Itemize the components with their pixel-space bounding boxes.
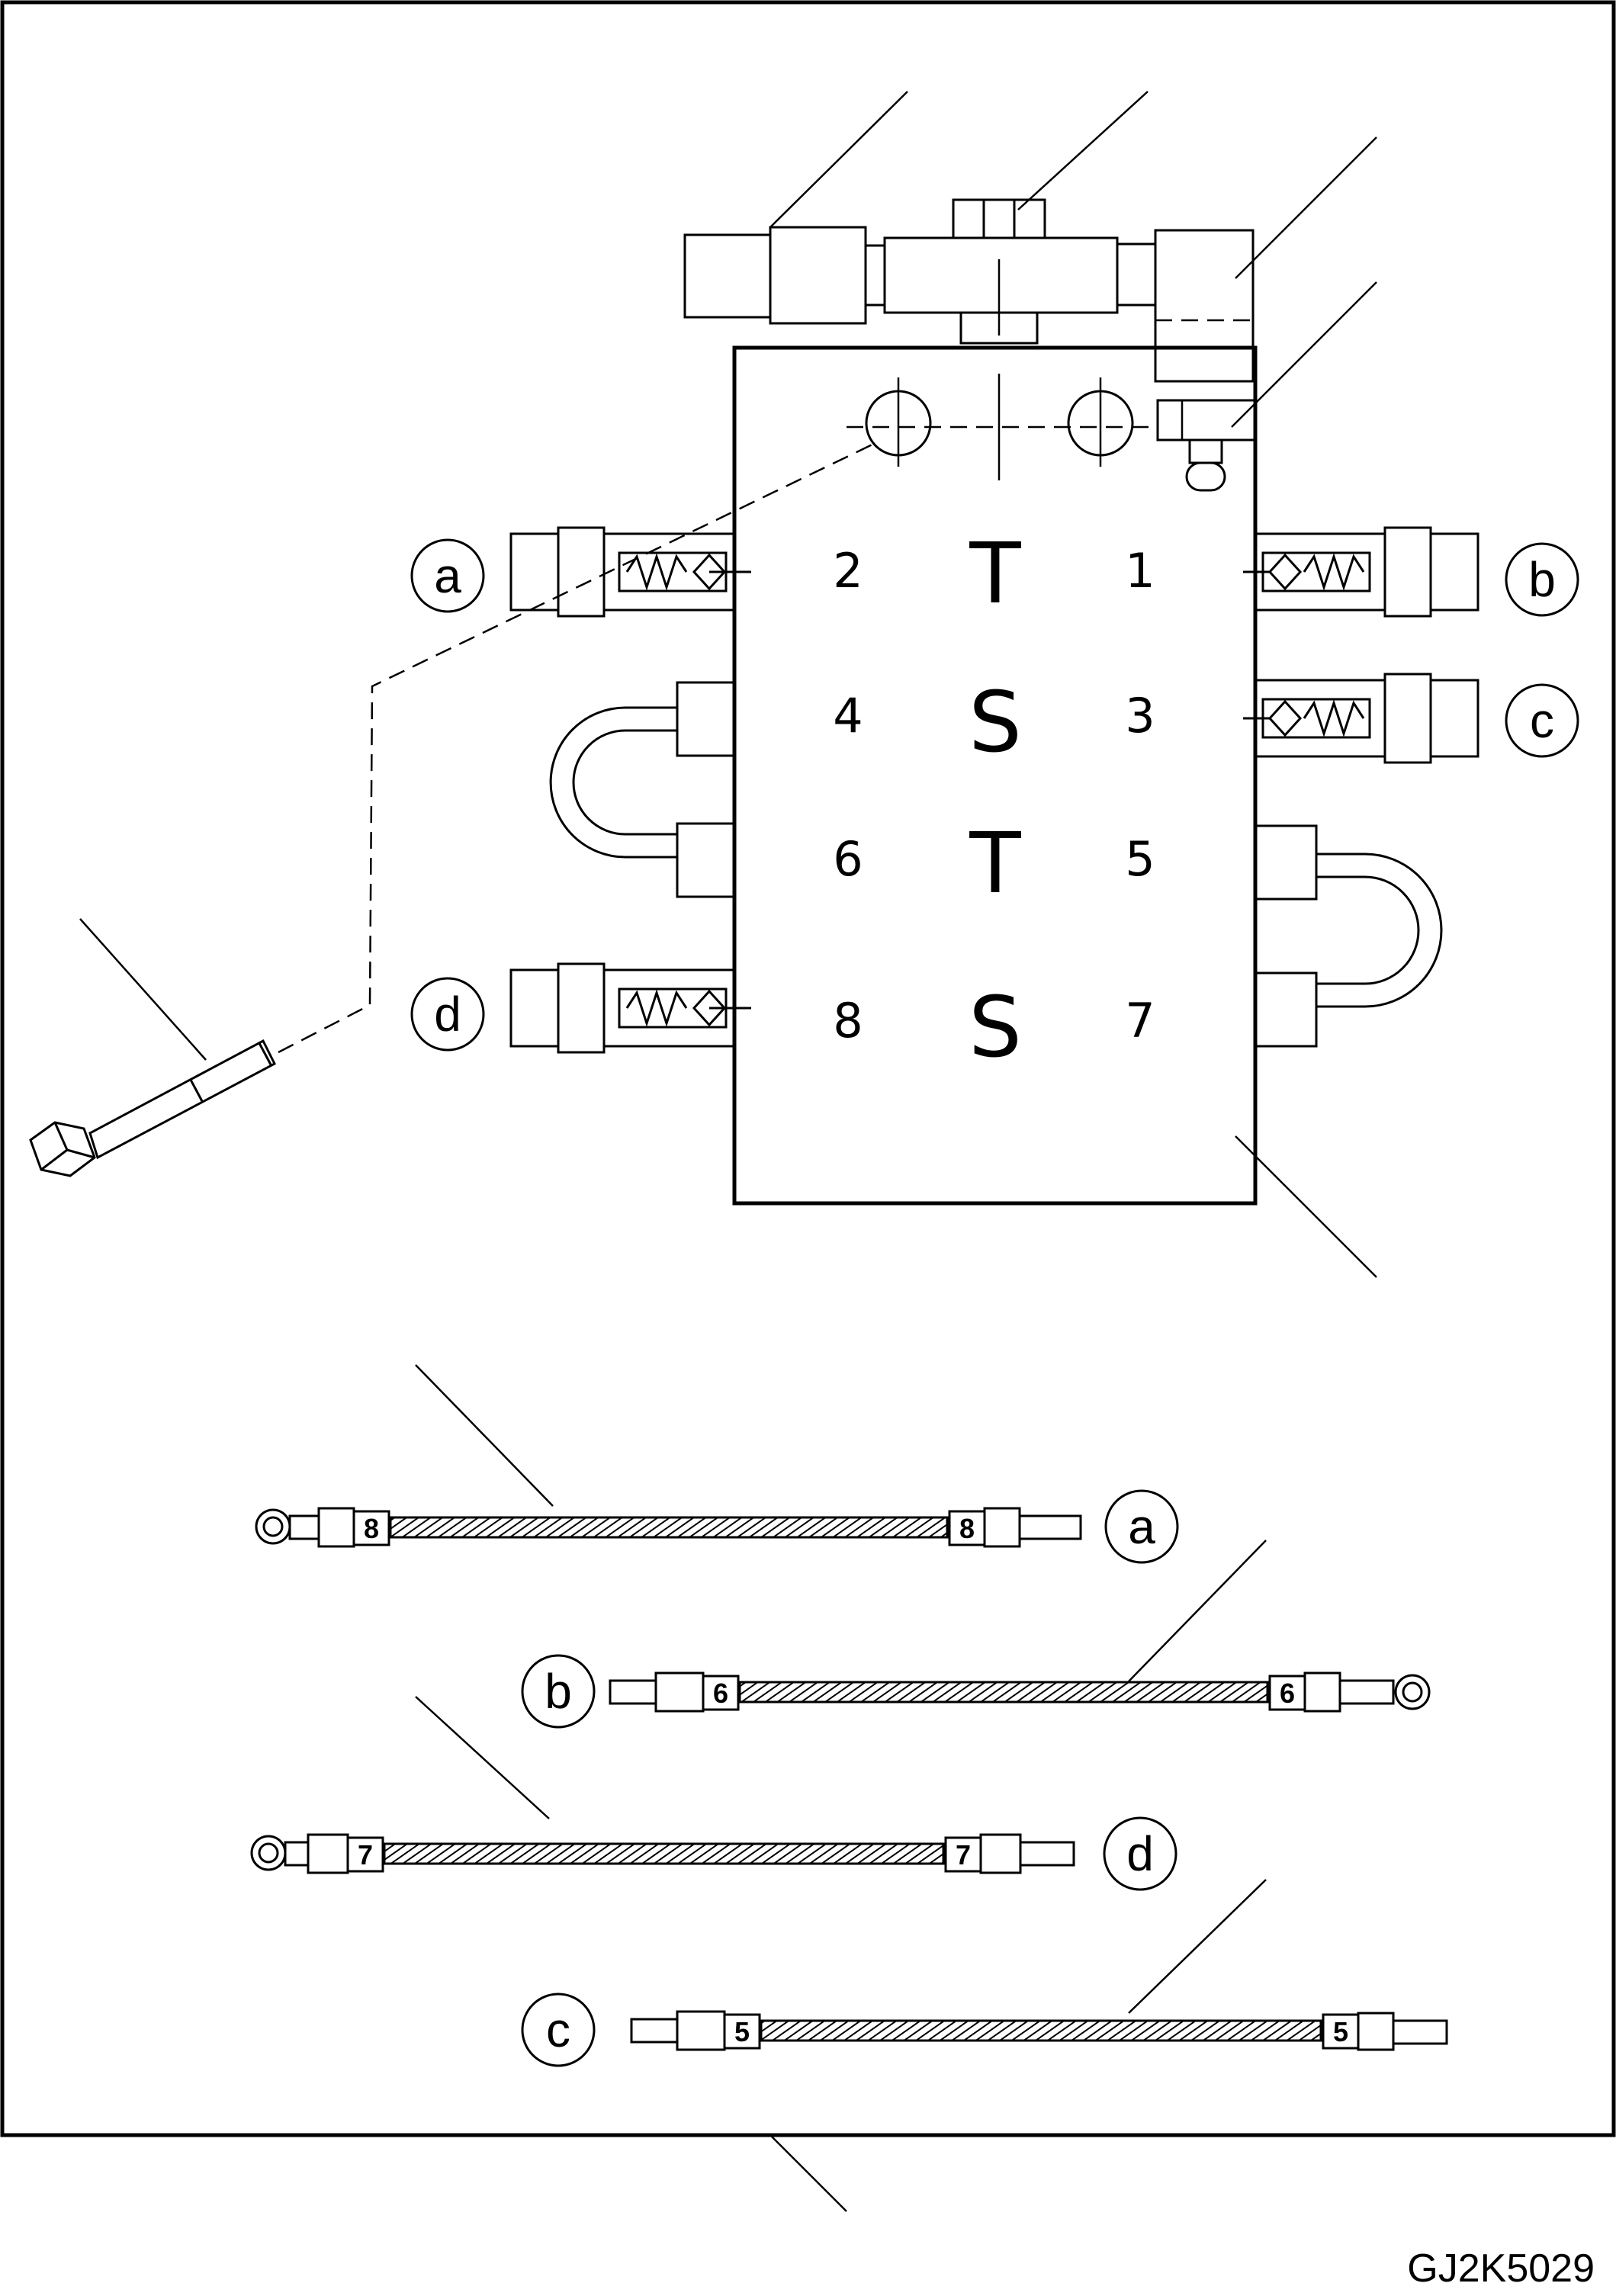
hose-a-tag-left: 8: [364, 1513, 379, 1544]
top-fitting-assembly: [683, 198, 1257, 492]
hose-b-tag-left: 6: [713, 1678, 728, 1709]
hose-a: 8 8 a: [255, 1489, 1179, 1564]
callout-c-block: c: [1505, 683, 1579, 758]
leader-lines: [79, 91, 1377, 2212]
callout-c-label: c: [1530, 693, 1554, 748]
callout-b-block: b: [1505, 542, 1579, 617]
port-number-1: 1: [1125, 543, 1155, 599]
mounting-bolt: [29, 1039, 276, 1177]
port-number-8: 8: [833, 993, 863, 1048]
port-type-s-upper: S: [969, 673, 1022, 771]
hose-a-callout: a: [1128, 1499, 1155, 1554]
hose-a-tag-right: 8: [959, 1513, 975, 1544]
manifold-block: 2 T 1 4 S 3 6 T 5 8 S 7: [732, 345, 1258, 1206]
callout-d-label: d: [434, 987, 461, 1042]
hose-c-tag-right: 5: [1333, 2016, 1348, 2047]
port-number-7: 7: [1125, 993, 1155, 1048]
hose-d-callout: d: [1126, 1826, 1154, 1881]
hose-d: 7 7 d: [250, 1816, 1177, 1891]
port-number-3: 3: [1125, 688, 1155, 743]
port-type-s-lower: S: [969, 978, 1022, 1076]
port-type-t-lower: T: [969, 814, 1021, 912]
left-check-valve-a: [509, 526, 751, 618]
hose-c-callout: c: [546, 2002, 570, 2057]
hose-b-tag-right: 6: [1280, 1678, 1295, 1709]
callout-d-block: d: [410, 977, 485, 1052]
left-check-valve-d: [509, 962, 751, 1054]
left-u-tube: [549, 681, 736, 898]
port-number-6: 6: [833, 831, 863, 887]
callout-a-label: a: [434, 548, 461, 603]
right-u-tube: [1254, 824, 1443, 1048]
hose-c-tag-left: 5: [734, 2016, 750, 2047]
right-check-valve-b: [1243, 526, 1479, 618]
hose-c: c 5 5: [521, 1993, 1448, 2067]
hose-b: b 6 6: [521, 1654, 1431, 1729]
callout-b-label: b: [1528, 552, 1556, 607]
hose-d-tag-right: 7: [956, 1839, 971, 1871]
bolt-path-dashed: [278, 441, 878, 1054]
hose-b-callout: b: [545, 1664, 572, 1719]
port-number-4: 4: [833, 688, 863, 743]
port-type-t-upper: T: [969, 525, 1021, 622]
hose-d-tag-left: 7: [358, 1839, 373, 1871]
drawing-code: GJ2K5029: [1407, 2246, 1595, 2291]
right-check-valve-c: [1243, 673, 1479, 764]
drawing-frame: [0, 0, 1616, 2137]
callout-a-block: a: [410, 538, 485, 613]
port-number-2: 2: [833, 543, 863, 599]
port-number-5: 5: [1125, 831, 1155, 887]
